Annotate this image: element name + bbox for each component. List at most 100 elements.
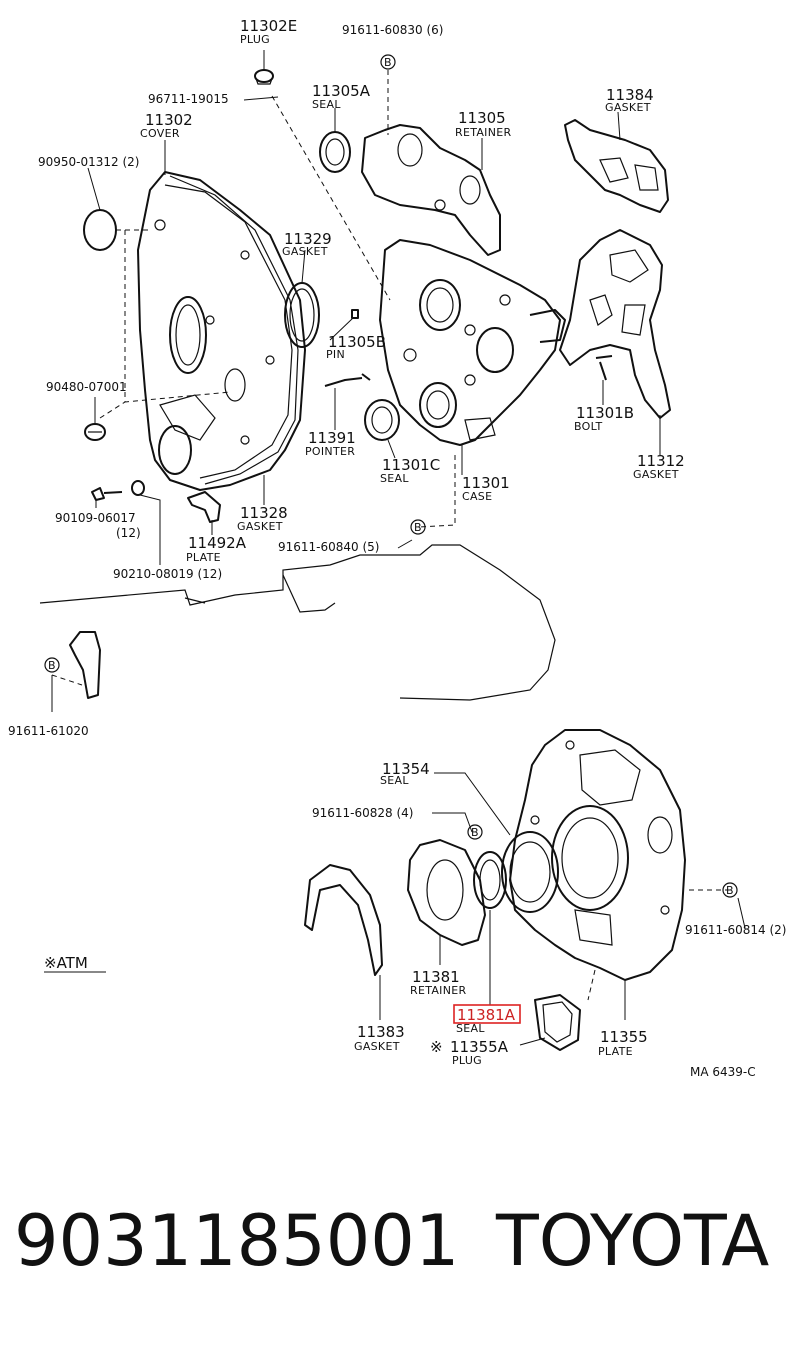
svg-text:CASE: CASE [462,490,492,503]
svg-text:11383: 11383 [357,1023,405,1041]
svg-text:11305A: 11305A [312,82,371,100]
label-11305a: 11305A SEAL [312,82,371,111]
ref-96711-19015: 96711-19015 [148,92,229,106]
gasket-11312-part [559,229,671,419]
seal-11354-part [501,831,559,913]
highlight-box [453,1004,521,1024]
ref-91611-60814: 91611-60814 (2) [685,923,787,937]
svg-text:BOLT: BOLT [574,420,603,433]
label-11328: 11328 GASKET [237,504,288,533]
label-11492a: 11492A PLATE [186,534,247,564]
ref-90480-07001: 90480-07001 [46,380,127,394]
retainer-11381-part [407,839,486,946]
svg-text:GASKET: GASKET [237,520,283,533]
label-11391: 11391 POINTER [305,429,356,458]
label-11301: 11301 CASE [462,474,510,503]
part-number: 9031185001 [14,1200,460,1282]
plate-11355-part [509,729,686,981]
svg-text:11301B: 11301B [576,404,634,422]
seal-11301c-part [364,399,400,441]
svg-text:11302: 11302 [145,111,193,129]
svg-text:GASKET: GASKET [605,101,651,114]
svg-text:RETAINER: RETAINER [455,126,512,139]
gasket-11383-part [304,864,383,976]
svg-text:COVER: COVER [140,127,180,140]
svg-text:11328: 11328 [240,504,288,522]
svg-text:11381: 11381 [412,968,460,986]
svg-text:GASKET: GASKET [633,468,679,481]
bolt-marker-top: B [380,54,396,70]
bolt-marker-plate: B [722,882,738,898]
svg-text:11305B: 11305B [328,333,386,351]
svg-text:11312: 11312 [637,452,685,470]
label-11381a: 11381A SEAL [453,1004,521,1035]
svg-text:GASKET: GASKET [354,1040,400,1053]
svg-text:PLATE: PLATE [186,551,221,564]
label-11355a: ※ 11355A PLUG [430,1038,509,1067]
ref-91611-60840: 91611-60840 (5) [278,540,380,554]
timing-cover-part [137,171,306,491]
label-11355: 11355 PLATE [598,1028,648,1058]
bolt-marker-bracket: B [44,657,60,673]
label-11301c: 11301C SEAL [380,456,440,485]
bracket-part [69,631,101,699]
cover-plug-part [83,209,117,251]
svg-text:POINTER: POINTER [305,445,355,458]
pointer-part [324,373,371,387]
svg-text:RETAINER: RETAINER [410,984,467,997]
ref-90950-01312: 90950-01312 (2) [38,155,140,169]
diagram-ref-code: MA 6439-C [690,1065,756,1079]
svg-text:B: B [414,521,422,534]
plate-11492a-part [187,491,221,523]
brand-name: TOYOTA [496,1200,770,1282]
svg-text:11381A: 11381A [457,1006,516,1024]
leader-lines [51,50,746,1046]
svg-text:PIN: PIN [326,348,345,361]
ref-90109-06017-qty: (12) [116,526,141,540]
bolt-90480-part [84,423,106,441]
ref-91611-60828: 91611-60828 (4) [312,806,414,820]
bolt-90109-part [91,480,145,501]
seal-11381a-part [473,851,507,909]
svg-text:11302E: 11302E [240,17,297,35]
assembly-lines [51,70,730,1001]
svg-text:B: B [726,884,734,897]
svg-text:11301C: 11301C [382,456,440,474]
atm-note: ※ATM [44,954,106,973]
svg-text:※: ※ [430,1038,443,1056]
engine-block-outline [39,544,556,701]
plug-part [254,69,274,85]
label-11381: 11381 RETAINER [410,968,467,997]
ref-91611-60830: 91611-60830 (6) [342,23,444,37]
retainer-11305-part [361,124,501,256]
label-11312: 11312 GASKET [633,452,685,481]
svg-text:11355A: 11355A [450,1038,509,1056]
label-11354: 11354 SEAL [380,760,430,787]
seal-11305a-part [319,131,351,173]
label-11305b: 11305B PIN [326,333,386,361]
svg-text:11354: 11354 [382,760,430,778]
svg-text:11305: 11305 [458,109,506,127]
svg-text:B: B [48,659,56,672]
cover-gasket-part [169,175,299,485]
bolt-marker-case: B [410,519,426,535]
bolt-marker-retainer: B [467,824,483,840]
svg-text:SEAL: SEAL [380,472,409,485]
svg-text:GASKET: GASKET [282,245,328,258]
svg-text:SEAL: SEAL [456,1022,485,1035]
svg-text:PLUG: PLUG [452,1054,482,1067]
svg-text:11355: 11355 [600,1028,648,1046]
label-11305: 11305 RETAINER [455,109,512,139]
plug-11355a-part [534,994,581,1051]
label-11302: 11302 COVER [140,111,193,140]
ref-90109-06017: 90109-06017 [55,511,136,525]
ref-91611-61020: 91611-61020 [8,724,89,738]
svg-text:SEAL: SEAL [312,98,341,111]
gasket-11384-part [564,119,669,213]
svg-text:11492A: 11492A [188,534,247,552]
svg-text:11384: 11384 [606,86,654,104]
label-11383: 11383 GASKET [354,1023,405,1053]
svg-text:B: B [471,826,479,839]
svg-text:PLUG: PLUG [240,33,270,46]
